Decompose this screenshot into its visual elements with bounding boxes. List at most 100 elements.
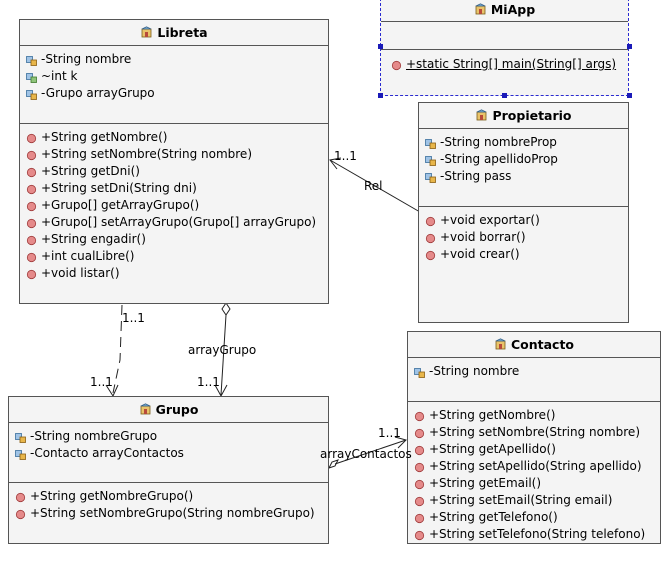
class-miapp[interactable]: MiApp +static String[] main(String[] arg… xyxy=(380,0,629,96)
dependency-target-multiplicity: 1..1 xyxy=(90,375,113,389)
class-miapp-name: MiApp xyxy=(490,2,536,17)
attribute-row[interactable]: -String nombre xyxy=(414,363,660,380)
attribute-text: ~int k xyxy=(41,69,78,83)
operation-row[interactable]: +String getNombre() xyxy=(26,129,328,146)
private-field-icon xyxy=(15,448,26,460)
class-libreta[interactable]: Libreta -String nombre ~int k -Grupo arr… xyxy=(19,19,329,304)
public-operation-icon xyxy=(26,217,37,229)
operation-row[interactable]: +String setApellido(String apellido) xyxy=(414,458,660,475)
attribute-row[interactable]: ~int k xyxy=(26,68,328,85)
operation-row[interactable]: +void exportar() xyxy=(425,212,628,229)
class-contacto-header: Contacto xyxy=(408,332,660,358)
selection-handle[interactable] xyxy=(378,93,383,98)
attribute-text: -String nombre xyxy=(429,364,520,378)
operation-text: +static String[] main(String[] args) xyxy=(406,57,617,71)
private-field-icon xyxy=(26,88,37,100)
operation-row[interactable]: +String setNombre(String nombre) xyxy=(414,424,660,441)
public-operation-icon xyxy=(414,444,425,456)
public-operation-icon xyxy=(26,234,37,246)
public-operation-icon xyxy=(26,166,37,178)
attribute-row[interactable]: -String pass xyxy=(425,168,628,185)
operation-row[interactable]: +String getNombreGrupo() xyxy=(15,488,328,505)
operation-text: +String setEmail(String email) xyxy=(429,493,613,507)
dependency-source-multiplicity: 1..1 xyxy=(122,311,145,325)
class-icon xyxy=(494,338,507,351)
operation-text: +void listar() xyxy=(41,266,120,280)
class-propietario-operations: +void exportar() +void borrar() +void cr… xyxy=(419,207,628,263)
operation-row[interactable]: +String getApellido() xyxy=(414,441,660,458)
selection-handle[interactable] xyxy=(502,93,507,98)
arraycontactos-line[interactable] xyxy=(334,439,407,465)
attribute-row[interactable]: -String nombreProp xyxy=(425,134,628,151)
operation-text: +String getApellido() xyxy=(429,442,556,456)
attribute-text: -String apellidoProp xyxy=(440,152,558,166)
rel-arrowhead xyxy=(329,157,342,170)
attribute-text: -Contacto arrayContactos xyxy=(30,446,184,460)
attribute-row[interactable]: -String apellidoProp xyxy=(425,151,628,168)
class-miapp-attributes xyxy=(381,22,628,50)
operation-row[interactable]: +int cualLibre() xyxy=(26,248,328,265)
private-field-icon xyxy=(414,366,425,378)
class-grupo-header: Grupo xyxy=(9,397,328,423)
operation-row[interactable]: +void borrar() xyxy=(425,229,628,246)
selection-handle[interactable] xyxy=(627,44,632,49)
operation-row[interactable]: +String setNombre(String nombre) xyxy=(26,146,328,163)
operation-text: +String setTelefono(String telefono) xyxy=(429,527,646,541)
arraycontactos-name-label: arrayContactos xyxy=(320,447,412,461)
class-icon xyxy=(139,403,152,416)
operation-row[interactable]: +static String[] main(String[] args) xyxy=(391,56,628,73)
operation-row[interactable]: +Grupo[] setArrayGrupo(Grupo[] arrayGrup… xyxy=(26,214,328,231)
class-icon xyxy=(475,109,488,122)
attribute-row[interactable]: -Grupo arrayGrupo xyxy=(26,85,328,102)
class-libreta-header: Libreta xyxy=(20,20,328,46)
operation-row[interactable]: +String getDni() xyxy=(26,163,328,180)
operation-row[interactable]: +void crear() xyxy=(425,246,628,263)
operation-row[interactable]: +String getTelefono() xyxy=(414,509,660,526)
selection-handle[interactable] xyxy=(378,44,383,49)
operation-text: +void crear() xyxy=(440,247,520,261)
operation-row[interactable]: +String engadir() xyxy=(26,231,328,248)
operation-text: +String setNombreGrupo(String nombreGrup… xyxy=(30,506,315,520)
operation-row[interactable]: +String getNombre() xyxy=(414,407,660,424)
public-operation-icon xyxy=(414,427,425,439)
public-operation-icon xyxy=(26,200,37,212)
attribute-row[interactable]: -String nombre xyxy=(26,51,328,68)
attribute-row[interactable]: -String nombreGrupo xyxy=(15,428,328,445)
operation-text: +String setApellido(String apellido) xyxy=(429,459,642,473)
class-propietario-attributes: -String nombreProp -String apellidoProp … xyxy=(419,129,628,207)
operation-text: +String getDni() xyxy=(41,164,140,178)
class-propietario[interactable]: Propietario -String nombreProp -String a… xyxy=(418,102,629,323)
operation-text: +String setNombre(String nombre) xyxy=(429,425,640,439)
package-field-icon xyxy=(26,71,37,83)
rel-association-line[interactable] xyxy=(329,159,421,213)
attribute-text: -String nombre xyxy=(41,52,132,66)
public-operation-icon xyxy=(425,215,436,227)
arraycontactos-diamond xyxy=(328,459,339,469)
public-operation-icon xyxy=(414,495,425,507)
arraygrupo-line[interactable] xyxy=(220,314,227,396)
operation-row[interactable]: +String setNombreGrupo(String nombreGrup… xyxy=(15,505,328,522)
class-contacto-name: Contacto xyxy=(510,337,575,352)
operation-text: +String getNombre() xyxy=(41,130,168,144)
operation-row[interactable]: +String setDni(String dni) xyxy=(26,180,328,197)
operation-row[interactable]: +void listar() xyxy=(26,265,328,282)
class-grupo[interactable]: Grupo -String nombreGrupo -Contacto arra… xyxy=(8,396,329,544)
operation-row[interactable]: +Grupo[] getArrayGrupo() xyxy=(26,197,328,214)
operation-row[interactable]: +String setTelefono(String telefono) xyxy=(414,526,660,543)
selection-handle[interactable] xyxy=(627,93,632,98)
operation-text: +String getNombre() xyxy=(429,408,556,422)
attribute-text: -String nombreProp xyxy=(440,135,557,149)
class-miapp-header: MiApp xyxy=(381,0,628,22)
arraygrupo-name-label: arrayGrupo xyxy=(188,343,257,357)
public-operation-icon xyxy=(414,461,425,473)
operation-row[interactable]: +String getEmail() xyxy=(414,475,660,492)
public-operation-icon xyxy=(26,268,37,280)
attribute-row[interactable]: -Contacto arrayContactos xyxy=(15,445,328,462)
public-operation-icon xyxy=(26,251,37,263)
libreta-grupo-dependency-line[interactable] xyxy=(112,304,123,394)
class-icon xyxy=(474,3,487,16)
class-contacto[interactable]: Contacto -String nombre +String getNombr… xyxy=(407,331,661,544)
public-operation-icon xyxy=(425,249,436,261)
operation-row[interactable]: +String setEmail(String email) xyxy=(414,492,660,509)
operation-text: +void exportar() xyxy=(440,213,540,227)
